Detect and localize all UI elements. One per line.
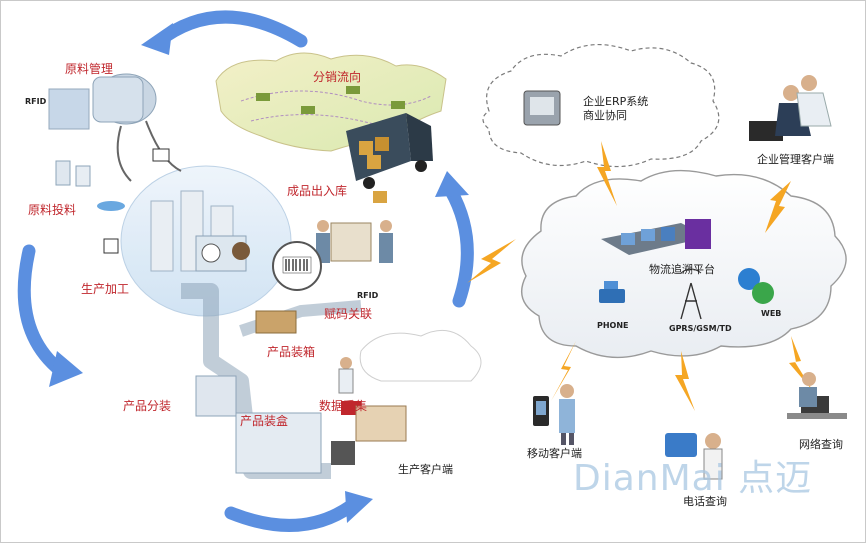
label-gprs: GPRS/GSM/TD (669, 324, 732, 333)
phone-query-figure (665, 433, 723, 480)
raw-material-items (55, 160, 125, 254)
platform-cloud (521, 169, 847, 359)
cycle-arrow-top (141, 10, 308, 55)
label-raw-material-feed: 原料投料 (28, 203, 77, 217)
label-rfid-mid: RFID (357, 291, 379, 300)
watermark: DianMai 点迈 (573, 458, 813, 499)
label-erp-line1: 企业ERP系统 (583, 95, 649, 108)
label-phone: PHONE (597, 321, 629, 330)
network-query-figure (787, 372, 847, 419)
lightning-bolts (467, 141, 813, 411)
label-erp-line2: 商业协同 (583, 109, 627, 122)
label-web: WEB (761, 309, 782, 318)
barcode-magnifier (272, 241, 322, 291)
raw-material-tanker (48, 73, 182, 182)
worker-figure (340, 357, 352, 369)
label-distribution-flow: 分销流向 (313, 70, 362, 84)
label-network-query: 网络查询 (799, 438, 843, 451)
label-product-sorting: 产品分装 (123, 399, 172, 413)
label-data-collection: 数据采集 (319, 399, 368, 413)
enterprise-client-figure (749, 75, 832, 141)
production-client-cloud (359, 329, 482, 382)
cycle-arrow-bottom (224, 491, 373, 532)
worker-body (338, 368, 354, 394)
mobile-client-figure (533, 384, 575, 445)
label-production-processing: 生产加工 (81, 282, 130, 296)
cycle-arrow-right (435, 171, 474, 308)
production-conveyor (181, 283, 407, 479)
label-product-boxing: 产品装箱 (267, 345, 316, 359)
label-phone-query: 电话查询 (683, 495, 727, 508)
label-enterprise-client: 企业管理客户端 (757, 153, 834, 166)
warehouse-pallet (316, 191, 393, 263)
label-mobile-client: 移动客户端 (527, 447, 582, 460)
label-rfid-top: RFID (25, 97, 47, 106)
label-product-cartoning: 产品装盒 (240, 414, 289, 428)
label-production-client: 生产客户端 (398, 463, 453, 476)
delivery-truck (346, 113, 433, 189)
label-code-association: 赋码关联 (324, 307, 373, 321)
cycle-arrow-left (17, 244, 83, 387)
label-finished-goods-io: 成品出入库 (287, 184, 348, 198)
production-dome (120, 165, 292, 317)
erp-cloud (482, 43, 720, 168)
label-platform: 物流追溯平台 (649, 263, 715, 276)
label-raw-material-mgmt: 原料管理 (65, 62, 114, 76)
